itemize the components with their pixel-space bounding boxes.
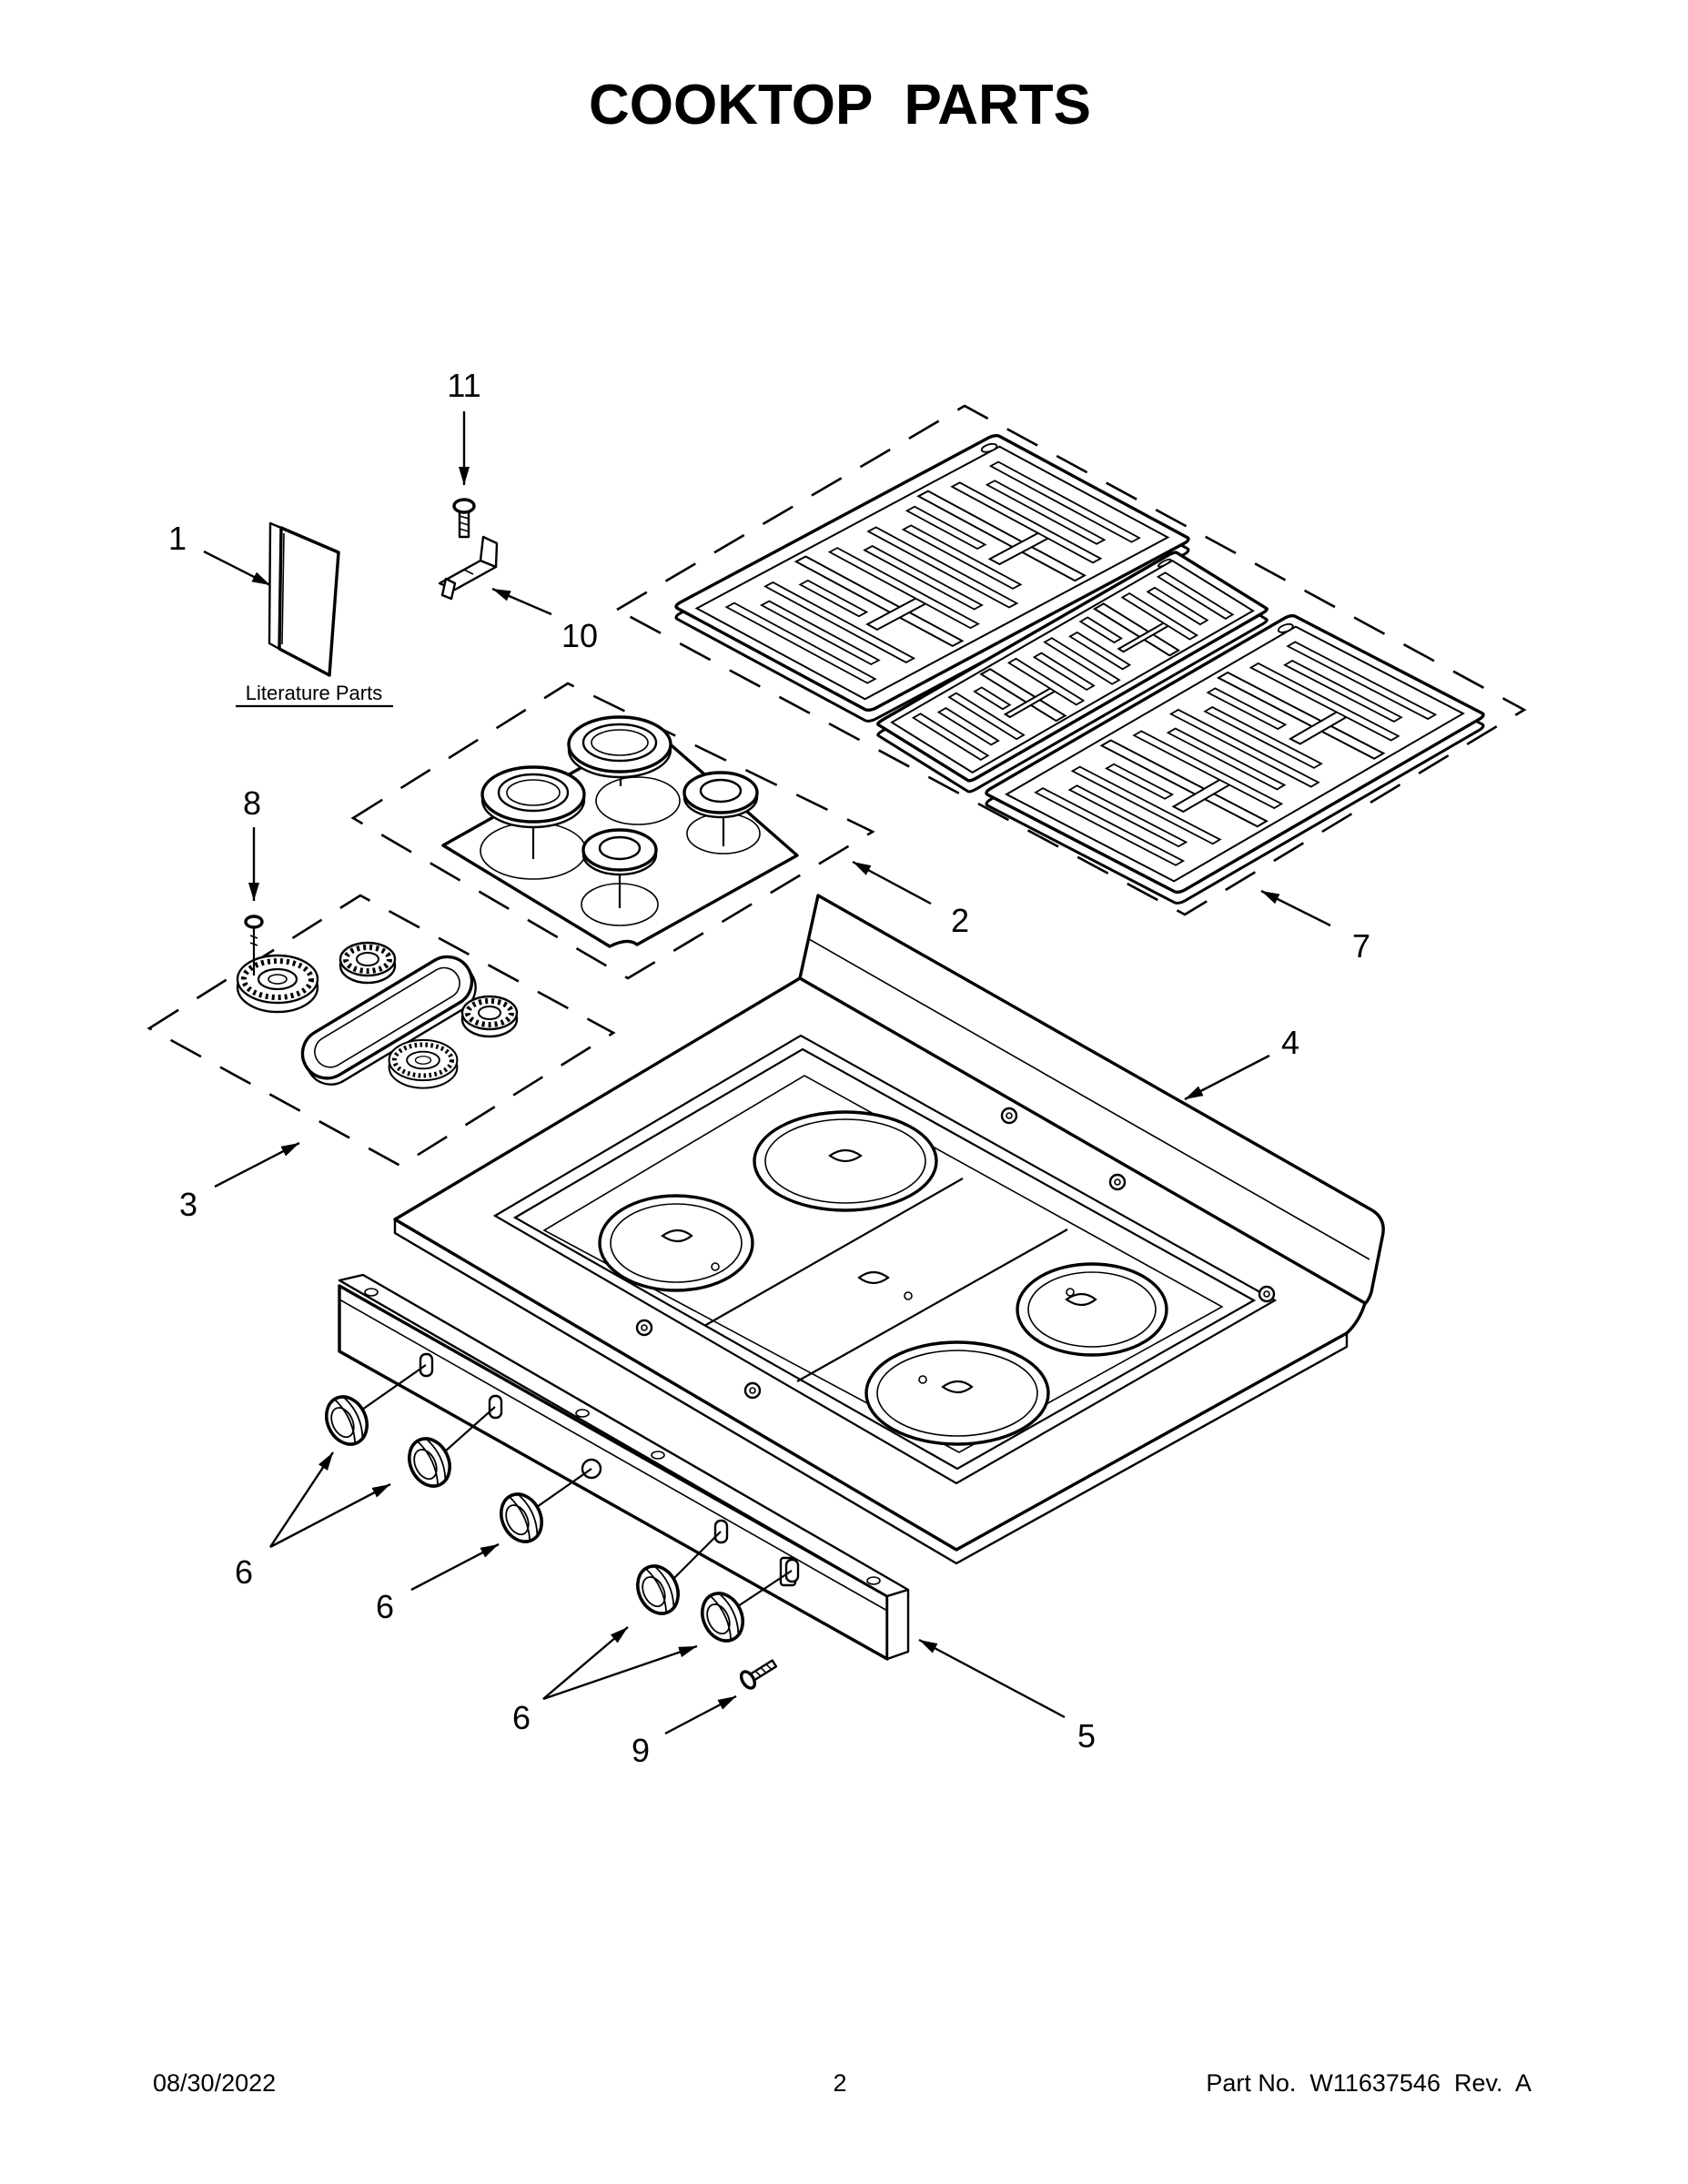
burner-well xyxy=(753,1110,938,1212)
control-panel xyxy=(338,1273,910,1661)
simmer-burner-tray xyxy=(300,955,477,1086)
callout-number: 8 xyxy=(243,784,261,822)
footer-date: 08/30/2022 xyxy=(153,2069,276,2097)
center-burner-opening xyxy=(857,1270,913,1300)
control-knob xyxy=(399,1430,460,1495)
footer-page-number: 2 xyxy=(833,2069,846,2097)
callout-number: 6 xyxy=(512,1699,531,1736)
literature-parts-label: Literature Parts xyxy=(246,682,382,704)
callout-number: 11 xyxy=(447,367,480,404)
cooktop-main-top xyxy=(393,894,1385,1565)
callout-number: 6 xyxy=(376,1588,394,1625)
footer-part-number: Part No. W11637546 Rev. A xyxy=(1206,2069,1531,2097)
callout-number: 9 xyxy=(632,1732,650,1769)
burner-cap xyxy=(581,828,658,908)
burner-screw xyxy=(244,915,264,976)
control-knob xyxy=(491,1485,551,1551)
burner-well xyxy=(1016,1262,1168,1357)
burner-cap xyxy=(682,771,759,846)
callout-number: 3 xyxy=(179,1186,197,1223)
bracket-screw xyxy=(452,498,476,539)
panel-screw xyxy=(739,1659,778,1690)
burner-base xyxy=(389,1040,458,1088)
callout-number: 10 xyxy=(561,617,598,654)
burner-base xyxy=(238,956,318,1012)
page-title: COOKTOP PARTS xyxy=(589,74,1091,136)
callout-number: 1 xyxy=(168,520,187,557)
control-knob xyxy=(692,1584,753,1650)
control-knob xyxy=(628,1557,688,1623)
burner-base xyxy=(340,943,395,983)
burner-base xyxy=(462,996,517,1036)
callout-number: 6 xyxy=(235,1553,253,1591)
control-knob xyxy=(317,1388,377,1453)
callout-number: 2 xyxy=(951,902,969,939)
mounting-bracket xyxy=(438,535,499,601)
mounting-holes xyxy=(635,1107,1276,1400)
burner-cap xyxy=(567,715,672,786)
knob-shafts xyxy=(361,1364,793,1607)
callout-number: 4 xyxy=(1281,1024,1299,1061)
callout-arrows xyxy=(203,411,1331,1735)
callout-number: 7 xyxy=(1352,927,1370,965)
burner-caps-group-outline xyxy=(350,682,875,980)
burner-bases-group-outline xyxy=(147,894,616,1168)
grates-group-outline xyxy=(614,404,1527,916)
burner-well xyxy=(864,1340,1050,1446)
literature-book xyxy=(268,521,340,677)
burner-cap xyxy=(480,765,586,859)
burner-well xyxy=(598,1194,754,1292)
callout-number: 5 xyxy=(1077,1717,1096,1754)
